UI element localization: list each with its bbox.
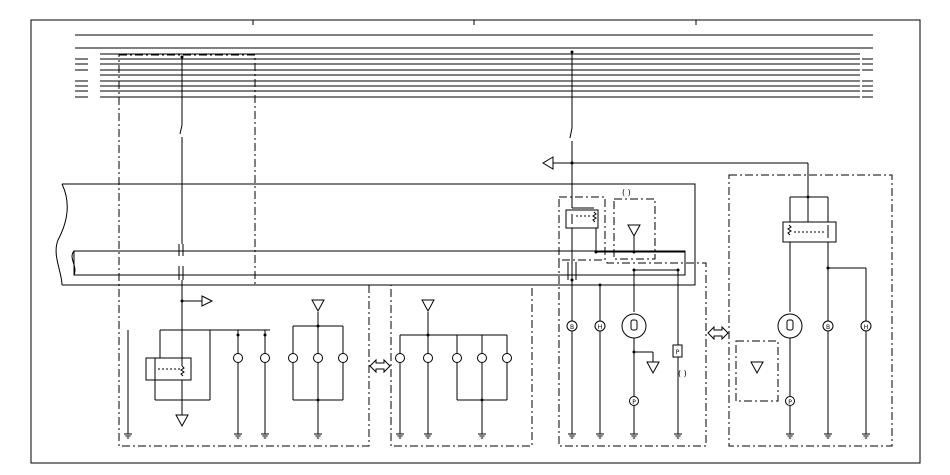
motor-icon — [777, 313, 803, 339]
double-arrow-icon — [707, 325, 729, 341]
lamp-group-left — [237, 312, 344, 428]
ground-symbol — [673, 427, 683, 439]
relay-icon — [145, 357, 192, 381]
lamp-group-middle — [399, 312, 508, 428]
ground-symbol — [477, 427, 487, 439]
ground-symbol — [260, 427, 270, 439]
outer-frame — [30, 19, 921, 464]
signal-arrow-icon — [750, 361, 764, 374]
signal-arrow-icon — [201, 295, 214, 307]
connector-p-icon: P — [785, 396, 795, 406]
svg-text:H: H — [864, 324, 869, 331]
signal-arrow-icon — [421, 299, 435, 312]
connector-p-icon: P — [629, 396, 639, 406]
left-module-boundary — [118, 54, 370, 447]
ground-symbol — [567, 427, 577, 439]
lamp-icon — [477, 353, 487, 363]
lamp-icon — [423, 353, 433, 363]
lamp-h-icon: H — [860, 320, 872, 332]
signal-arrow-icon — [646, 361, 660, 374]
ground-symbol — [313, 427, 323, 439]
power-bus-lines — [75, 34, 873, 98]
left-feed-wire — [178, 57, 184, 330]
right-module-boundary — [728, 174, 893, 447]
signal-arrow-icon — [627, 224, 641, 237]
ground-symbol — [861, 427, 871, 439]
svg-text:P: P — [676, 349, 680, 356]
ground-symbol — [423, 427, 433, 439]
svg-text:P: P — [632, 399, 636, 406]
relay-box-boundary — [558, 196, 606, 261]
lamp-icon — [502, 353, 512, 363]
bracket-label-bottom: ( ) — [678, 369, 687, 378]
lamp-icon — [395, 353, 405, 363]
lamp-icon — [338, 353, 348, 363]
lamp-h-icon: H — [594, 320, 606, 332]
lamp-icon — [313, 353, 323, 363]
double-arrow-icon — [369, 358, 391, 374]
lamp-icon — [288, 353, 298, 363]
relay-icon — [782, 221, 837, 243]
svg-text:H: H — [598, 324, 603, 331]
ground-symbol — [785, 427, 795, 439]
harness-band — [55, 183, 696, 286]
ground-symbol — [395, 427, 405, 439]
ground-symbol — [823, 427, 833, 439]
ground-symbol — [233, 427, 243, 439]
right-center-module-boundary — [558, 260, 707, 447]
svg-text:P: P — [788, 399, 792, 406]
switch-icon: P — [672, 344, 683, 358]
lamp-b-icon: B — [566, 320, 578, 332]
ground-symbol — [595, 427, 605, 439]
signal-arrow-icon — [175, 414, 189, 427]
lamp-icon — [452, 353, 462, 363]
lamp-b-icon: B — [822, 320, 834, 332]
svg-text:B: B — [826, 324, 830, 331]
middle-module-boundary — [390, 284, 533, 447]
signal-arrow-icon — [311, 299, 325, 312]
motor-icon — [621, 313, 647, 339]
ground-symbol — [123, 427, 133, 439]
bracket-box — [613, 198, 656, 260]
lamp-icon — [260, 353, 270, 363]
lamp-icon — [233, 353, 243, 363]
inner-sensor-box — [735, 340, 779, 402]
bracket-label-top: ( ) — [622, 188, 631, 197]
svg-text:B: B — [570, 324, 574, 331]
ground-symbol — [629, 427, 639, 439]
signal-arrow-icon — [542, 156, 554, 170]
relay-icon — [565, 207, 599, 229]
